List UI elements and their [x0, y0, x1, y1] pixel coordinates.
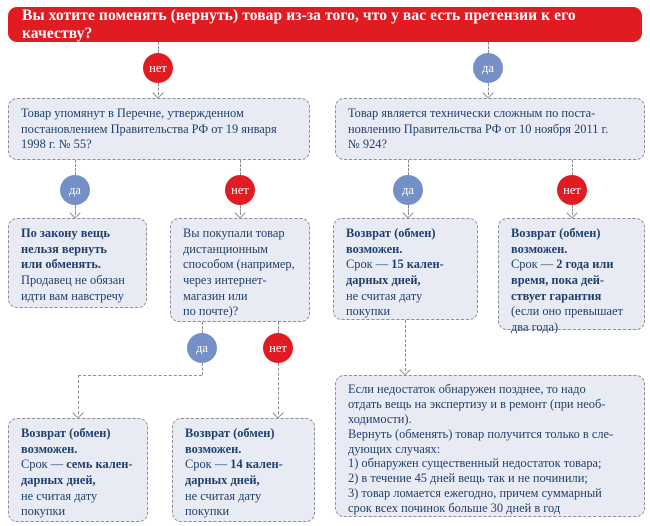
connector	[278, 363, 279, 414]
arrow-down-icon	[152, 87, 164, 99]
connector	[408, 205, 409, 215]
box-list-question: Товар упомянут в Перечне, утвержденном п…	[8, 98, 310, 160]
answer-no-circle: нет	[143, 53, 173, 83]
box-return-2-years-warranty: Возврат (обмен) возможен. Срок — 2 года …	[498, 218, 645, 334]
answer-label: нет	[563, 182, 581, 197]
box-text-bold: Возврат (обмен) возможен.	[185, 426, 275, 456]
arrow-down-icon	[482, 87, 494, 99]
connector	[240, 205, 241, 215]
arrow-down-icon	[72, 407, 84, 419]
question-banner-text: Вы хотите поменять (вернуть) товар из-за…	[22, 6, 576, 42]
box-text: не считая дату покупки	[346, 288, 423, 319]
connector	[278, 322, 279, 333]
arrow-down-icon	[402, 207, 414, 219]
box-text-bold: Возврат (обмен) возможен.	[346, 226, 436, 256]
connector	[572, 205, 573, 215]
connector	[158, 83, 159, 95]
answer-no-circle: нет	[557, 175, 587, 205]
box-distance-question: Вы покупали товар дистанционным способом…	[170, 218, 310, 322]
connector	[78, 375, 79, 414]
arrow-down-icon	[566, 207, 578, 219]
answer-yes-circle: да	[187, 333, 217, 363]
connector	[158, 42, 159, 53]
answer-label: да	[69, 182, 81, 197]
answer-yes-circle: да	[393, 175, 423, 205]
connector	[75, 160, 76, 175]
connector	[572, 160, 573, 175]
box-text: не считая дату покупки	[21, 488, 98, 519]
box-text: Срок —	[511, 257, 557, 272]
question-banner: Вы хотите поменять (вернуть) товар из-за…	[8, 7, 642, 42]
box-text-bold: Возврат (обмен) возможен.	[21, 426, 111, 456]
connector	[240, 160, 241, 175]
connector	[488, 83, 489, 95]
answer-label: нет	[149, 60, 167, 75]
connector	[78, 375, 202, 376]
connector	[202, 322, 203, 333]
box-text: Продавец не обязан идти вам навстречу	[21, 272, 125, 303]
box-return-14-days: Возврат (обмен) возможен. Срок — 14 кале…	[172, 418, 315, 522]
connector	[408, 160, 409, 175]
arrow-down-icon	[399, 364, 411, 376]
box-no-return: По закону вещь нельзя вернуть или обменя…	[8, 218, 147, 308]
answer-no-circle: нет	[225, 175, 255, 205]
arrow-down-icon	[234, 207, 246, 219]
connector	[202, 363, 203, 375]
box-text: Срок —	[185, 457, 231, 472]
box-late-defect-rules: Если недостаток обнаружен позднее, то на…	[335, 375, 645, 517]
box-text: Срок —	[21, 457, 67, 472]
box-tech-complex-question: Товар является технически сложным по пос…	[335, 98, 645, 160]
answer-label: да	[196, 340, 208, 355]
box-text-bold: По закону вещь нельзя вернуть или обменя…	[21, 226, 110, 272]
answer-label: нет	[269, 340, 287, 355]
box-text-bold: Возврат (обмен) возможен.	[511, 226, 601, 256]
answer-no-circle: нет	[263, 333, 293, 363]
connector	[405, 320, 406, 371]
arrow-down-icon	[272, 407, 284, 419]
answer-label: да	[402, 182, 414, 197]
box-text-bold: семь кален- дарных дней,	[21, 457, 133, 487]
box-text: Вы покупали товар дистанционным способом…	[183, 226, 295, 319]
box-text-bold: 2 года или время, пока дей- ствует гаран…	[511, 257, 614, 303]
box-text-bold: 15 кален- дарных дней,	[346, 257, 444, 287]
box-text: не считая дату покупки	[185, 488, 262, 519]
answer-yes-circle: да	[473, 53, 503, 83]
box-text: Товар является технически сложным по пос…	[348, 106, 609, 152]
box-return-7-days: Возврат (обмен) возможен. Срок — семь ка…	[8, 418, 148, 522]
answer-label: нет	[231, 182, 249, 197]
connector	[75, 205, 76, 215]
box-text: Товар упомянут в Перечне, утвержденном п…	[21, 106, 277, 152]
box-text: Если недостаток обнаружен позднее, то на…	[348, 382, 614, 515]
connector	[488, 42, 489, 53]
answer-label: да	[482, 60, 494, 75]
box-text-bold: 14 кален- дарных дней,	[185, 457, 283, 487]
box-text: (если оно превышает два года)	[511, 304, 623, 334]
box-return-15-days: Возврат (обмен) возможен. Срок — 15 кале…	[333, 218, 478, 320]
answer-yes-circle: да	[60, 175, 90, 205]
arrow-down-icon	[69, 207, 81, 219]
box-text: Срок —	[346, 257, 392, 272]
